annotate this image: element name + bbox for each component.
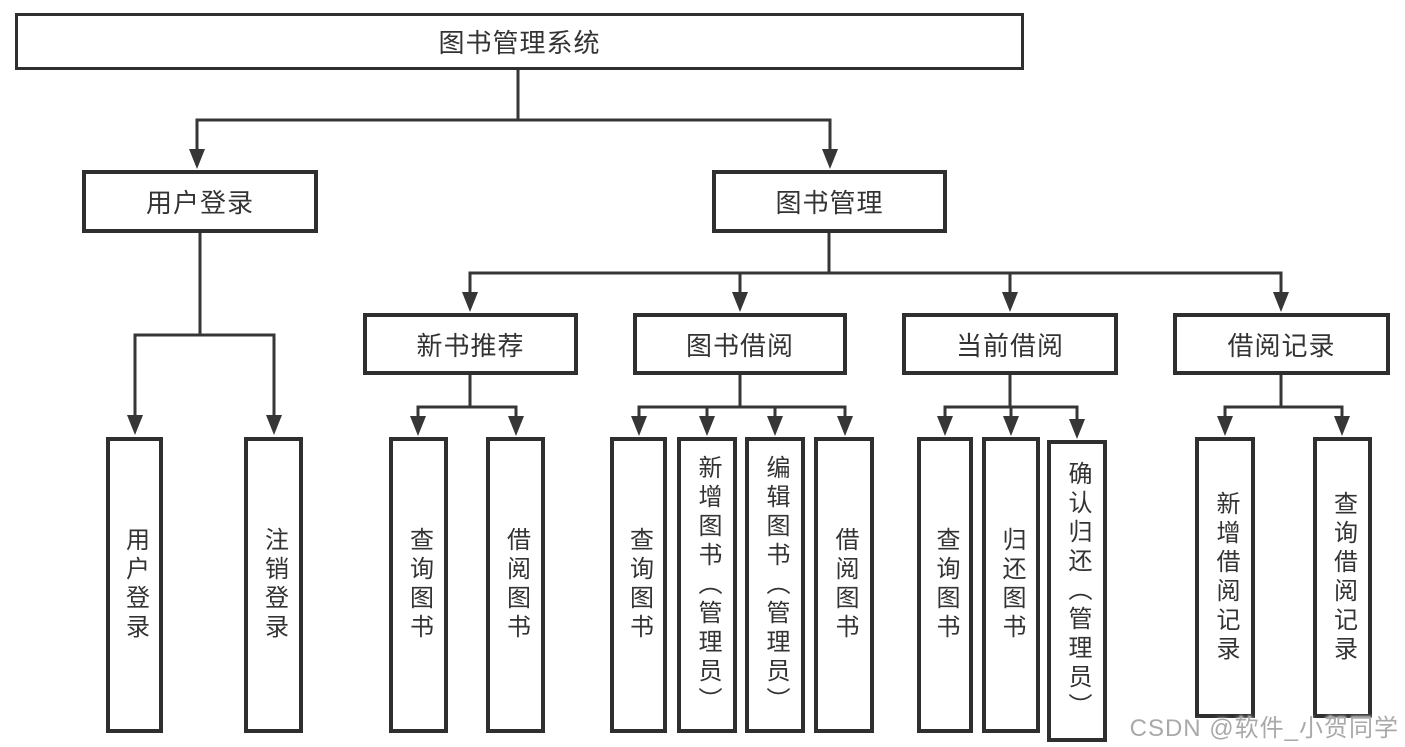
leaf-current-confirm-return-admin-label: 确认归还（管理员） [1064, 460, 1091, 722]
leaf-recommend-borrow-books-label: 借阅图书 [502, 527, 530, 643]
leaf-borrow-borrow-books: 借阅图书 [814, 437, 874, 733]
leaf-user-login: 用户登录 [106, 437, 163, 733]
node-book-borrow: 图书借阅 [633, 313, 847, 375]
node-current-borrow-label: 当前借阅 [955, 330, 1064, 361]
leaf-current-query-books: 查询图书 [917, 437, 973, 733]
leaf-borrow-query-books-label: 查询图书 [625, 527, 653, 643]
leaf-borrow-edit-book-admin: 编辑图书（管理员） [745, 437, 805, 733]
node-book-management-label: 图书管理 [775, 188, 884, 218]
leaf-borrow-borrow-books-label: 借阅图书 [831, 527, 858, 643]
node-borrow-records: 借阅记录 [1173, 313, 1390, 375]
leaf-current-confirm-return-admin: 确认归还（管理员） [1047, 440, 1107, 742]
leaf-records-query-record-label: 查询借阅记录 [1329, 490, 1357, 665]
node-book-management: 图书管理 [712, 170, 947, 233]
leaf-borrow-add-book-admin: 新增图书（管理员） [677, 437, 737, 733]
connector-root-to-level2 [189, 70, 838, 169]
leaf-recommend-query-books: 查询图书 [389, 437, 448, 733]
leaf-recommend-borrow-books: 借阅图书 [486, 437, 545, 733]
connector-book-management-to-level3 [462, 233, 1289, 312]
node-user-login: 用户登录 [82, 170, 318, 233]
watermark: CSDN @软件_小贺同学 [1129, 715, 1399, 742]
connector-book-borrow-to-leaves [631, 375, 853, 436]
connector-current-borrow-to-leaves [937, 375, 1085, 439]
node-current-borrow: 当前借阅 [902, 313, 1118, 375]
leaf-borrow-add-book-admin-label: 新增图书（管理员） [694, 454, 721, 716]
leaf-recommend-query-books-label: 查询图书 [405, 527, 433, 643]
leaf-logout-login-label: 注销登录 [260, 527, 288, 643]
leaf-borrow-edit-book-admin-label: 编辑图书（管理员） [762, 454, 789, 716]
leaf-logout-login: 注销登录 [244, 437, 303, 733]
leaf-current-return-books-label: 归还图书 [998, 527, 1025, 643]
connector-borrow-records-to-leaves [1217, 375, 1350, 436]
connector-user-login-to-leaves [127, 233, 282, 435]
leaf-records-query-record: 查询借阅记录 [1313, 437, 1372, 718]
leaf-borrow-query-books: 查询图书 [610, 437, 667, 733]
node-user-login-label: 用户登录 [145, 188, 254, 218]
leaf-current-return-books: 归还图书 [982, 437, 1040, 733]
root-node: 图书管理系统 [15, 13, 1024, 70]
leaf-records-add-record-label: 新增借阅记录 [1212, 490, 1239, 665]
leaf-records-add-record: 新增借阅记录 [1195, 437, 1255, 718]
connector-new-book-to-leaves [410, 375, 524, 436]
root-node-label: 图书管理系统 [438, 28, 601, 58]
node-new-book-recommend: 新书推荐 [363, 313, 578, 375]
node-borrow-records-label: 借阅记录 [1227, 330, 1336, 361]
leaf-current-query-books-label: 查询图书 [932, 527, 959, 643]
node-new-book-recommend-label: 新书推荐 [416, 330, 525, 361]
node-book-borrow-label: 图书借阅 [685, 330, 794, 361]
leaf-user-login-label: 用户登录 [121, 527, 149, 643]
